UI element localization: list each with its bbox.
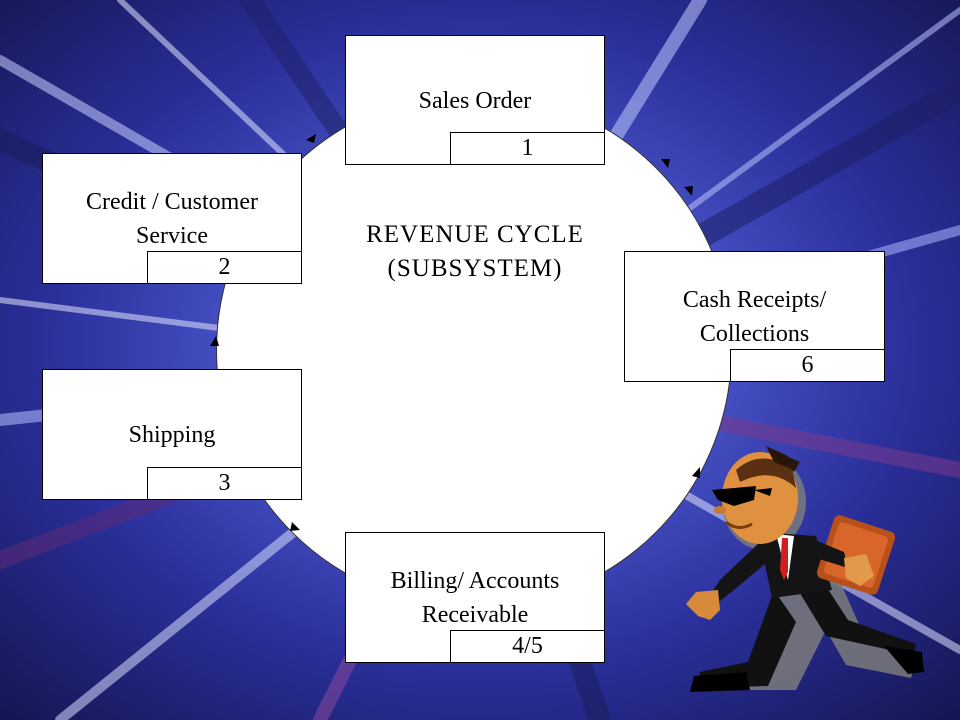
credit-customer-service-label: Credit / Customer Service bbox=[86, 189, 258, 249]
center-title-line-2: (SUBSYSTEM) bbox=[387, 255, 563, 282]
sales-order-box: Sales Order 1 bbox=[345, 35, 605, 165]
shipping-label: Shipping bbox=[128, 422, 216, 448]
cash-receipts-collections-label: Cash Receipts/ Collections bbox=[682, 287, 827, 347]
billing-accounts-receivable-box: Billing/ Accounts Receivable 4/5 bbox=[345, 532, 605, 663]
billing-accounts-receivable-number: 4/5 bbox=[450, 630, 605, 663]
credit-customer-service-number: 2 bbox=[147, 251, 302, 284]
credit-customer-service-box: Credit / Customer Service 2 bbox=[42, 153, 302, 284]
sales-order-label: Sales Order bbox=[418, 88, 532, 114]
sales-order-number: 1 bbox=[450, 132, 605, 165]
cash-receipts-collections-number: 6 bbox=[730, 349, 885, 382]
center-title-line-1: REVENUE CYCLE bbox=[366, 221, 584, 248]
cash-receipts-collections-box: Cash Receipts/ Collections 6 bbox=[624, 251, 885, 382]
running-businessman-clipart bbox=[686, 446, 924, 692]
billing-accounts-receivable-label: Billing/ Accounts Receivable bbox=[390, 568, 560, 628]
shipping-box: Shipping 3 bbox=[42, 369, 302, 500]
center-title: REVENUE CYCLE (SUBSYSTEM) bbox=[330, 218, 620, 286]
shipping-number: 3 bbox=[147, 467, 302, 500]
